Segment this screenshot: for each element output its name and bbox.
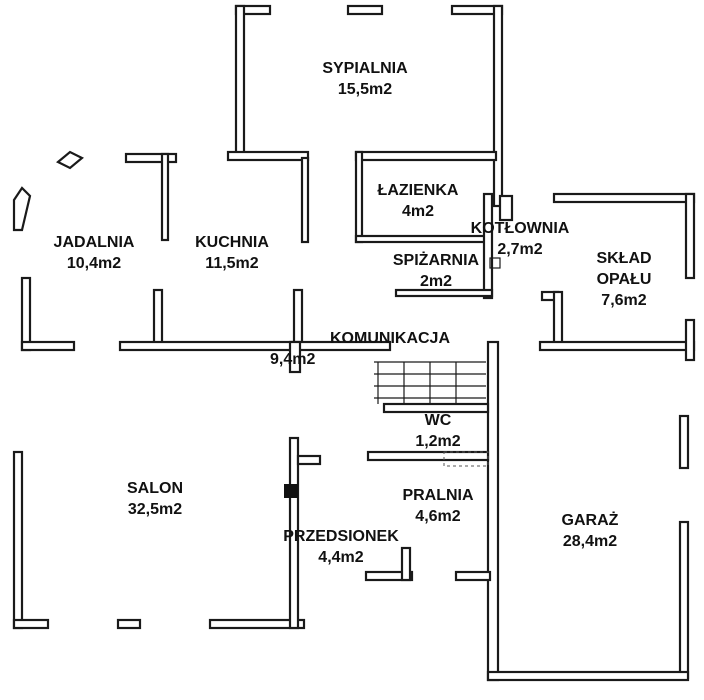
room-name: SPIŻARNIA [392,252,480,269]
wall-sypialnia [226,4,504,208]
wall-lazienka-spizarnia [354,150,514,300]
room-area: 28,4m2 [562,533,618,550]
wall-jadalnia-kuchnia [12,150,392,374]
wall-sklad-opalu [538,192,696,362]
room-label-komunikacja: KOMUNIKACJA 9,4m2 [270,328,450,370]
room-name: JADALNIA [53,234,135,251]
room-name: PRALNIA [402,487,474,504]
wall-pralnia-przedsionek [364,546,492,582]
room-label-salon: SALON 32,5m2 [127,478,183,520]
room-area: 4m2 [401,203,435,220]
room-name: KUCHNIA [195,234,269,251]
room-area: 2,7m2 [497,241,543,258]
room-name: PRZEDSIONEK [283,528,399,545]
room-label-jadalnia: JADALNIA 10,4m2 [54,232,135,274]
room-label-przedsionek: PRZEDSIONEK 4,4m2 [283,526,399,568]
room-label-sklad-opalu: SKŁAD OPAŁU 7,6m2 [596,248,651,311]
room-name: GARAŻ [561,512,619,529]
room-area: 9,4m2 [270,351,316,368]
room-name: WC [424,412,452,429]
room-area: 32,5m2 [127,501,183,518]
room-area: 11,5m2 [205,255,259,272]
room-area: 10,4m2 [66,255,122,272]
wall-salon [12,436,322,630]
room-area: 7,6m2 [601,292,647,309]
room-area: 1,2m2 [415,433,461,450]
room-label-sypialnia: SYPIALNIA 15,5m2 [322,58,407,100]
room-name: KOTŁOWNIA [470,220,570,237]
room-area: 2m2 [419,273,453,290]
room-label-lazienka: ŁAZIENKA 4m2 [378,180,459,222]
room-label-spizarnia: SPIŻARNIA 2m2 [393,250,479,292]
room-label-garaz: GARAŻ 28,4m2 [562,510,619,552]
wall-garaz [486,414,690,682]
room-name: KOMUNIKACJA [330,330,450,347]
room-label-kuchnia: KUCHNIA 11,5m2 [195,232,269,274]
room-label-pralnia: PRALNIA 4,6m2 [402,485,473,527]
room-area: 4,6m2 [415,508,461,525]
room-name: SYPIALNIA [322,60,408,77]
room-name: SALON [127,480,183,497]
room-name-line2: OPAŁU [596,271,652,288]
room-name: SKŁAD [596,250,652,267]
room-label-kotlownia: KOTŁOWNIA 2,7m2 [471,218,570,260]
room-area: 15,5m2 [337,81,393,98]
room-name: ŁAZIENKA [377,182,459,199]
room-label-wc: WC 1,2m2 [415,410,460,452]
room-area: 4,4m2 [318,549,364,566]
